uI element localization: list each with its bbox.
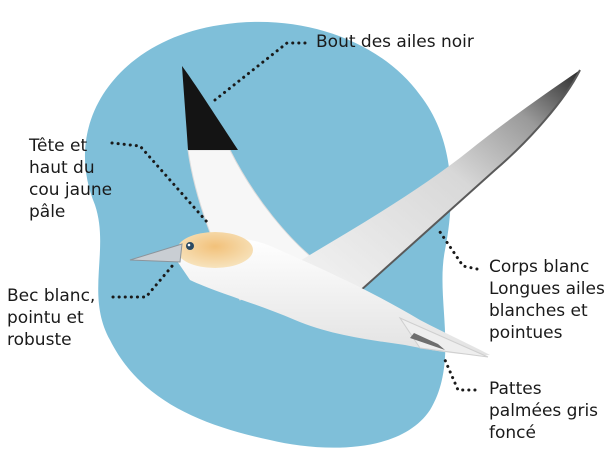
label-line: palmées gris [489,400,598,422]
label-line: Pattes [489,378,598,400]
label-line: haut du [29,157,112,179]
label-line: cou jaune [29,179,112,201]
label-line: Bout des ailes noir [316,31,474,53]
label-body-wings: Corps blanc Longues ailes blanches et po… [489,256,605,344]
label-line: pointues [489,322,605,344]
label-head: Tête et haut du cou jaune pâle [29,135,112,223]
eye-highlight [188,244,191,247]
label-feet: Pattes palmées gris foncé [489,378,598,444]
head [177,232,253,268]
label-line: robuste [7,329,95,351]
eye [186,242,194,250]
label-line: Tête et [29,135,112,157]
label-line: Bec blanc, [7,285,95,307]
label-line: foncé [489,422,598,444]
label-beak: Bec blanc, pointu et robuste [7,285,95,351]
label-line: Longues ailes [489,278,605,300]
label-wing-tips: Bout des ailes noir [316,31,474,53]
leader-feet [445,360,475,390]
label-line: Corps blanc [489,256,605,278]
label-line: pointu et [7,307,95,329]
label-line: blanches et [489,300,605,322]
label-line: pâle [29,201,112,223]
